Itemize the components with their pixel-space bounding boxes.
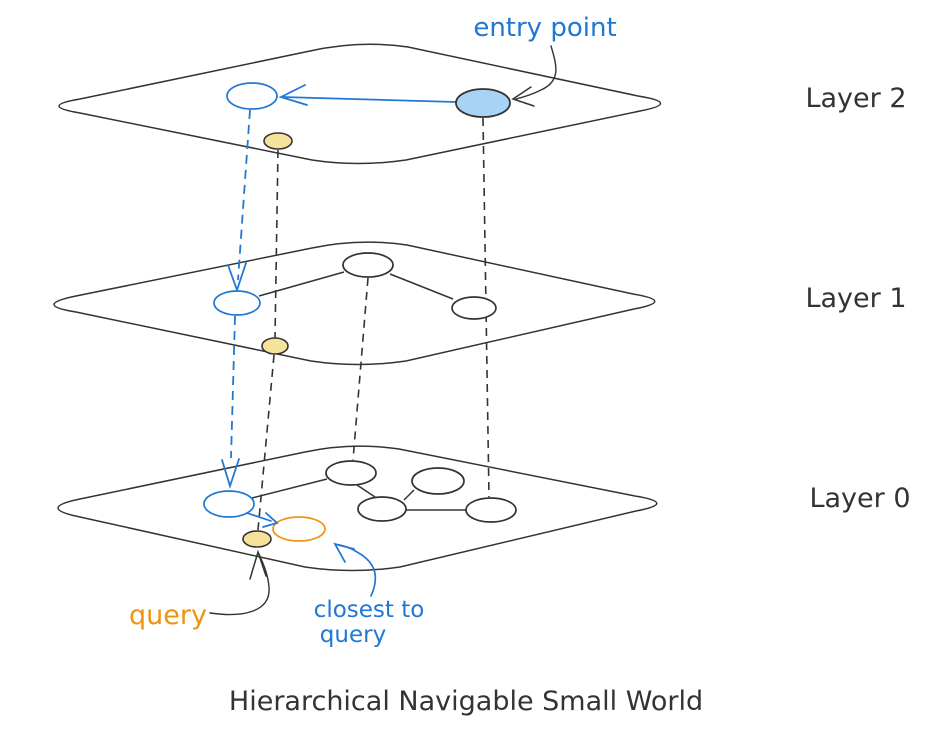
entry-point-label: entry point	[473, 13, 616, 43]
query-label: query	[129, 600, 207, 631]
query-marker-layer0	[242, 530, 272, 548]
search-path-arrowhead-layer1	[227, 262, 247, 293]
layer0-node-d	[465, 497, 517, 523]
query-marker-link-upper	[274, 149, 279, 339]
query-marker-layer2	[263, 132, 293, 150]
layer0-node-b	[357, 496, 407, 522]
layer2-entry-traverse-edge	[281, 96, 457, 103]
entry-point-arrow	[515, 45, 557, 100]
layer-0-plane	[57, 445, 658, 572]
final-step-arrow	[246, 512, 272, 522]
node-link-middle	[352, 277, 369, 461]
closest-to-query-arrowhead	[333, 542, 355, 563]
layer1-node-top	[342, 252, 394, 278]
layer0-node-c	[411, 467, 465, 495]
layer2-traverse-arrowhead	[278, 84, 308, 106]
layer-0-label: Layer 0	[809, 483, 910, 514]
closest-to-query-label-line1: closest to	[314, 597, 425, 623]
diagram-title: Hierarchical Navigable Small World	[229, 686, 703, 717]
layer-1-plane	[53, 241, 656, 366]
search-path-layer1-to-layer0	[230, 315, 236, 459]
query-marker-link-lower	[257, 354, 275, 531]
closest-to-query-label-line2: query	[320, 622, 386, 648]
layer0-node-a	[325, 460, 377, 486]
layer1-edge-left	[258, 271, 345, 297]
layer2-nearest-node	[226, 82, 278, 110]
query-arrow	[209, 553, 270, 616]
layer-2-plane	[58, 43, 662, 165]
layer1-edge-right	[389, 273, 454, 300]
query-marker-layer1	[261, 337, 289, 355]
layer-1-label: Layer 1	[805, 283, 906, 314]
layer0-nearest-node	[203, 490, 255, 518]
final-step-arrowhead	[262, 512, 279, 528]
layer1-node-right	[451, 296, 497, 320]
entry-point-arrowhead	[511, 86, 535, 107]
layer0-edge-b-c	[403, 489, 415, 501]
layer1-nearest-node	[213, 290, 261, 316]
query-arrowhead	[249, 549, 267, 580]
closest-to-query-node	[272, 516, 326, 542]
entry-point-node	[455, 88, 511, 118]
layer0-edge-a-b	[356, 484, 376, 498]
search-path-arrowhead-layer0	[221, 458, 240, 489]
layer-2-label: Layer 2	[805, 83, 906, 114]
layer0-edge-blue-to-a	[251, 478, 328, 499]
search-path-layer2-to-layer1	[237, 109, 251, 281]
